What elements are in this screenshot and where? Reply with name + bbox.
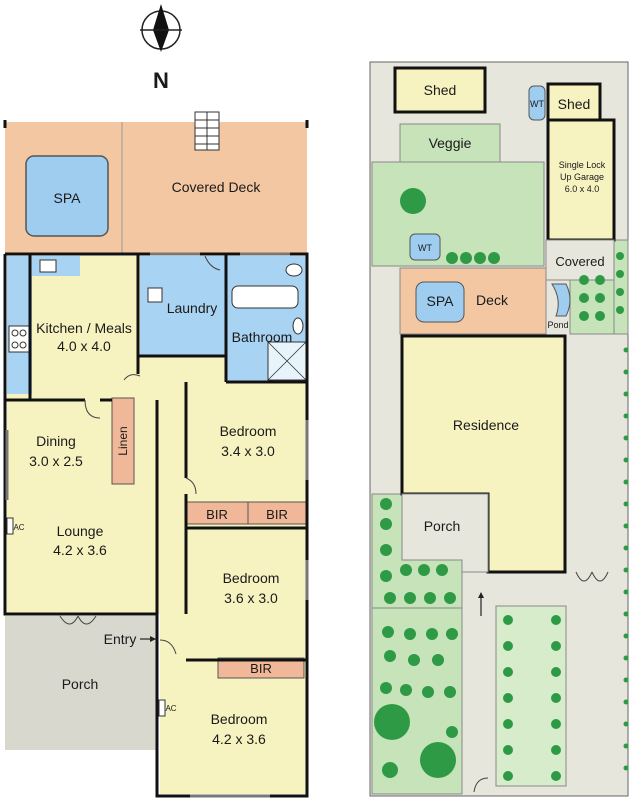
front-gate-swing <box>473 777 489 793</box>
garage-line1: Single Lock <box>559 160 606 170</box>
rear-garden <box>371 161 545 267</box>
shed2 <box>546 82 602 122</box>
covered-deck-label: Covered Deck <box>172 179 262 195</box>
spa-tub <box>25 155 109 237</box>
basin-icon <box>292 317 304 335</box>
linen-cupboard <box>111 397 135 485</box>
covered-label: Covered <box>555 254 604 269</box>
bir3-label: BIR <box>250 661 272 676</box>
door-swings <box>59 255 221 655</box>
spa-label: SPA <box>54 190 82 206</box>
dining-size: 3.0 x 2.5 <box>29 453 83 469</box>
pond-label: Pond <box>547 320 568 330</box>
bir2-label: BIR <box>266 507 288 522</box>
garage-line3: 6.0 x 4.0 <box>565 184 600 194</box>
porch-area <box>5 616 157 750</box>
bedroom1-label: Bedroom <box>220 423 277 439</box>
gate-swing <box>575 571 593 582</box>
site-spa-tub <box>415 281 465 323</box>
lounge-label: Lounge <box>57 523 104 539</box>
bedroom2-size: 3.6 x 3.0 <box>224 590 278 606</box>
bedroom1-size: 3.4 x 3.0 <box>221 443 275 459</box>
site-trees <box>374 188 629 781</box>
north-label: N <box>153 68 169 93</box>
ac2-label: AC <box>165 704 176 713</box>
site-plan: Shed WT Shed Veggie Single Lock Up Garag… <box>369 61 629 797</box>
wt2-label: WT <box>418 243 432 253</box>
garage-line2: Up Garage <box>560 172 604 182</box>
veggie-label: Veggie <box>429 135 472 151</box>
entry-label: Entry <box>104 631 137 647</box>
stove-icon <box>8 325 30 353</box>
residence-label: Residence <box>453 417 519 433</box>
bedroom3-floor <box>160 614 307 794</box>
bedroom3-label: Bedroom <box>211 711 268 727</box>
veggie-bed <box>399 123 501 163</box>
kitchen-size: 4.0 x 4.0 <box>57 338 111 354</box>
deck-label: Deck <box>476 292 509 308</box>
windows <box>5 252 309 798</box>
lounge-size: 4.2 x 3.6 <box>53 542 107 558</box>
compass: N <box>140 4 182 93</box>
pond-shape <box>551 283 571 317</box>
kitchen-sink-icon <box>39 259 57 273</box>
kitchen-label: Kitchen / Meals <box>36 320 132 336</box>
floor-plan: SPA Covered Deck Kitchen / Meals 4.0 x 4… <box>3 111 309 798</box>
ac2-unit <box>158 699 166 717</box>
deck-steps <box>194 111 220 151</box>
bathtub <box>231 285 299 309</box>
shed2-label: Shed <box>558 96 591 112</box>
kitchen-bench <box>7 256 32 394</box>
bedroom3-size: 4.2 x 3.6 <box>212 731 266 747</box>
laundry-label: Laundry <box>167 300 218 316</box>
laundry-floor <box>140 256 226 356</box>
laundry-trough-icon <box>147 287 163 303</box>
shed1-label: Shed <box>424 82 457 98</box>
covered-area <box>545 239 615 281</box>
toilet-icon <box>285 263 303 277</box>
water-tank2 <box>409 233 441 261</box>
ac1-label: AC <box>13 523 24 532</box>
site-porch <box>401 493 489 573</box>
bir3-cupboard <box>217 657 305 679</box>
compass-needle-icon <box>153 4 169 52</box>
porch-label: Porch <box>62 676 99 692</box>
bedroom2-label: Bedroom <box>223 570 280 586</box>
site-spa-label: SPA <box>427 293 455 309</box>
dining-label: Dining <box>36 433 76 449</box>
site-porch-label: Porch <box>424 518 461 534</box>
bathroom-label: Bathroom <box>232 329 293 345</box>
walls <box>3 120 309 798</box>
bir1-label: BIR <box>206 507 228 522</box>
tree-icon <box>400 188 426 214</box>
shed1 <box>393 66 487 114</box>
linen-label: Linen <box>116 426 130 455</box>
ac1-unit <box>6 517 14 535</box>
wt1-label: WT <box>530 99 544 109</box>
water-tank1 <box>528 85 546 121</box>
